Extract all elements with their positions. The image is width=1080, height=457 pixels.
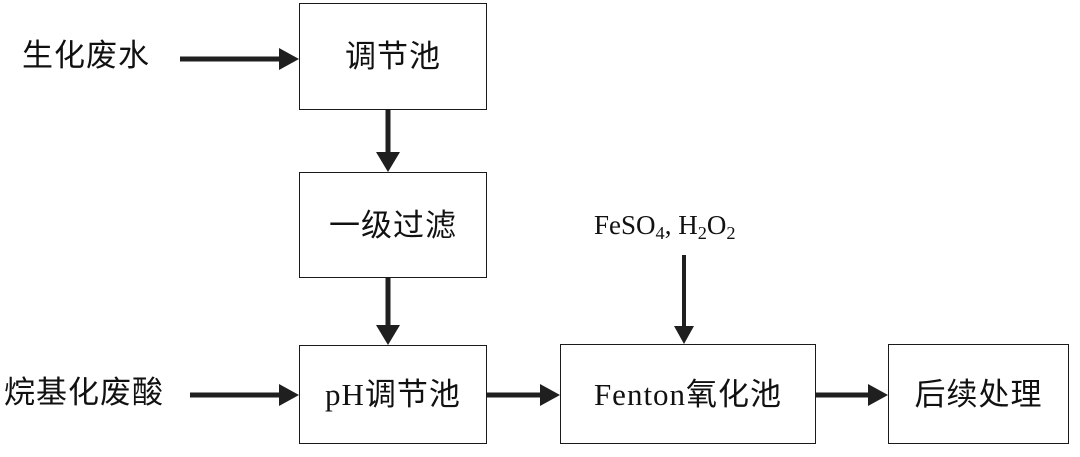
arrow-fenton-tank-to-post-treatment <box>816 384 888 406</box>
input-label-biochemical-wastewater: 生化废水 <box>22 38 150 73</box>
node-label-adjust-tank: 调节池 <box>345 39 441 74</box>
arrow-head <box>674 326 694 344</box>
node-label-primary-filter: 一级过滤 <box>329 207 457 243</box>
node-label-ph-tank: pH调节池 <box>325 377 461 412</box>
arrow-biochemical-to-adjust-tank <box>180 48 299 70</box>
arrow-adjust-tank-to-primary-filter <box>376 110 400 172</box>
arrow-shaft <box>816 392 870 398</box>
arrow-head <box>376 152 400 172</box>
input-label-alkylation-waste-acid: 烷基化废酸 <box>4 375 164 410</box>
arrow-shaft <box>487 392 542 398</box>
arrow-head <box>279 48 299 70</box>
chemical-label-fenton-reagents: FeSO4, H2O2 <box>594 210 736 244</box>
arrow-reagents-to-fenton-tank <box>674 255 694 344</box>
arrow-head <box>279 384 299 406</box>
arrow-ph-tank-to-fenton-tank <box>487 384 560 406</box>
arrow-shaft <box>180 56 281 62</box>
arrow-shaft <box>190 392 281 398</box>
node-label-fenton-tank: Fenton氧化池 <box>593 376 783 412</box>
arrow-head <box>540 384 560 406</box>
node-label-post-treatment: 后续处理 <box>914 376 1043 412</box>
arrow-head <box>376 325 400 345</box>
node-fenton-tank[interactable]: Fenton氧化池 <box>560 344 816 444</box>
node-adjust-tank[interactable]: 调节池 <box>299 3 487 110</box>
node-primary-filter[interactable]: 一级过滤 <box>299 172 487 278</box>
arrow-primary-filter-to-ph-tank <box>376 278 400 345</box>
arrow-shaft <box>682 255 686 326</box>
node-post-treatment[interactable]: 后续处理 <box>888 344 1069 444</box>
arrow-head <box>868 384 888 406</box>
arrow-waste-acid-to-ph-tank <box>190 384 299 406</box>
arrow-shaft <box>385 110 391 154</box>
arrow-shaft <box>385 278 391 327</box>
node-ph-tank[interactable]: pH调节池 <box>299 345 487 444</box>
